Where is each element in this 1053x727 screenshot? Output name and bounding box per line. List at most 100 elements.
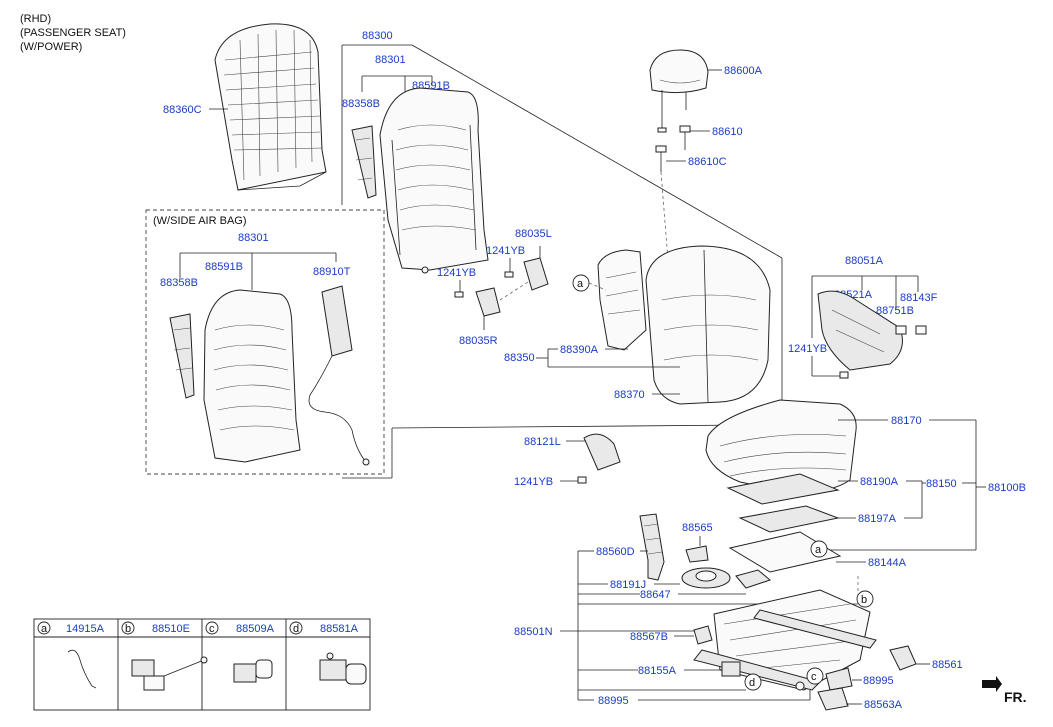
label-88301-box: 88301	[238, 232, 269, 244]
pad-88144A-part	[728, 531, 842, 573]
callout-c-letter: c	[811, 671, 817, 683]
label-88565: 88565	[682, 522, 713, 534]
lumbar-88560D-part	[639, 513, 665, 581]
legend-letter-a: a	[41, 623, 48, 635]
callout-d-letter: d	[749, 677, 755, 689]
label-88390A: 88390A	[560, 344, 599, 356]
callout-a-mid-letter: a	[815, 544, 822, 556]
label-88143F: 88143F	[900, 292, 938, 304]
callout-c	[806, 667, 824, 685]
label-88035L: 88035L	[515, 228, 552, 240]
label-1241YB-a: 1241YB	[486, 245, 525, 257]
legend-cell-a: a 14915A	[37, 621, 105, 689]
module-88155A-part	[721, 661, 741, 677]
label-88051A: 88051A	[845, 255, 884, 267]
legend-table	[33, 618, 371, 711]
label-88121L: 88121L	[524, 436, 561, 448]
label-88610: 88610	[712, 126, 743, 138]
label-88600A: 88600A	[724, 65, 763, 77]
switch-88565-part	[685, 545, 709, 563]
label-88191J: 88191J	[610, 579, 646, 591]
callout-b	[856, 590, 874, 608]
legend-letter-c: c	[209, 623, 215, 635]
legend-code-a: 14915A	[66, 623, 105, 635]
pump-88191J-part	[681, 567, 772, 589]
part-88563A	[817, 687, 849, 711]
actuator-motor-icon	[319, 652, 367, 685]
label-88561: 88561	[932, 659, 963, 671]
recliner-cover-r-part	[475, 287, 501, 317]
legend-cell-d: d 88581A	[289, 621, 367, 685]
label-88100B: 88100B	[988, 482, 1026, 494]
heater-pad-88190A-part	[726, 473, 840, 505]
heater-pad-88197A-part	[738, 505, 840, 533]
header-passenger-seat: (PASSENGER SEAT)	[20, 27, 126, 39]
callout-a-mid	[810, 540, 828, 558]
label-88360C: 88360C	[163, 104, 202, 116]
side-shield-switch	[915, 325, 927, 335]
side-shield-part	[817, 290, 903, 371]
recliner-cover-l-part	[523, 257, 549, 291]
label-88610C: 88610C	[688, 156, 727, 168]
seat-back-frame-airbag-part	[169, 289, 301, 463]
bolt-1241YB-b	[454, 291, 464, 298]
label-88144A: 88144A	[868, 557, 907, 569]
label-88370: 88370	[614, 389, 645, 401]
label-88190A: 88190A	[860, 476, 899, 488]
label-88300: 88300	[362, 30, 393, 42]
front-arrow-icon	[982, 676, 1002, 692]
airbag-module-part	[308, 285, 370, 466]
label-88751B: 88751B	[876, 305, 914, 317]
wire-clip-icon	[67, 649, 97, 689]
side-airbag-title: (W/SIDE AIR BAG)	[153, 215, 247, 227]
seat-back-pad-part	[597, 249, 647, 351]
headrest-part	[649, 49, 709, 133]
legend-letter-b: b	[125, 623, 131, 635]
label-88995-a: 88995	[598, 695, 629, 707]
label-88350: 88350	[504, 352, 535, 364]
label-88560D: 88560D	[596, 546, 635, 558]
label-88501N: 88501N	[514, 626, 553, 638]
bolt-1241YB-c	[839, 371, 849, 379]
label-1241YB-c: 1241YB	[788, 343, 827, 355]
part-88567B	[693, 625, 713, 645]
callout-b-letter: b	[861, 594, 867, 606]
label-88563A: 88563A	[864, 699, 903, 711]
front-label: FR.	[1004, 689, 1027, 705]
label-1241YB-d: 1241YB	[514, 476, 553, 488]
label-88155A: 88155A	[638, 665, 677, 677]
legend-code-c: 88509A	[236, 623, 275, 635]
callout-a-top-letter: a	[577, 278, 584, 290]
legend-code-d: 88581A	[320, 623, 359, 635]
legend-cell-b: b 88510E	[121, 621, 208, 691]
cover-88121L-part	[583, 433, 621, 471]
part-88561	[889, 645, 917, 671]
label-88150: 88150	[926, 478, 957, 490]
label-88995-b: 88995	[863, 675, 894, 687]
header-rhd: (RHD)	[20, 13, 51, 25]
header-power: (W/POWER)	[20, 41, 82, 53]
seat-cushion-part	[705, 399, 857, 493]
side-airbag-box	[145, 209, 385, 475]
legend-code-b: 88510E	[152, 623, 190, 635]
label-88358B-top: 88358B	[342, 98, 380, 110]
label-88035R: 88035R	[459, 335, 498, 347]
seat-back-cover-part	[214, 23, 327, 191]
callout-d	[744, 673, 762, 691]
headrest-guide-part	[655, 125, 691, 172]
label-88567B: 88567B	[630, 631, 668, 643]
label-88910T: 88910T	[313, 266, 351, 278]
label-88170: 88170	[891, 415, 922, 427]
side-shield-knob	[895, 325, 907, 335]
bolt-1241YB-d	[577, 476, 587, 484]
label-88647: 88647	[640, 589, 671, 601]
label-1241YB-b: 1241YB	[437, 267, 476, 279]
label-88591B-box: 88591B	[205, 261, 243, 273]
seat-back-frame-top-part	[351, 87, 489, 274]
legend-cell-c: c 88509A	[205, 621, 275, 683]
label-88197A: 88197A	[858, 513, 897, 525]
bolt-1241YB-a	[504, 271, 514, 278]
label-88301-top: 88301	[375, 54, 406, 66]
motor-drive-icon	[131, 656, 208, 691]
